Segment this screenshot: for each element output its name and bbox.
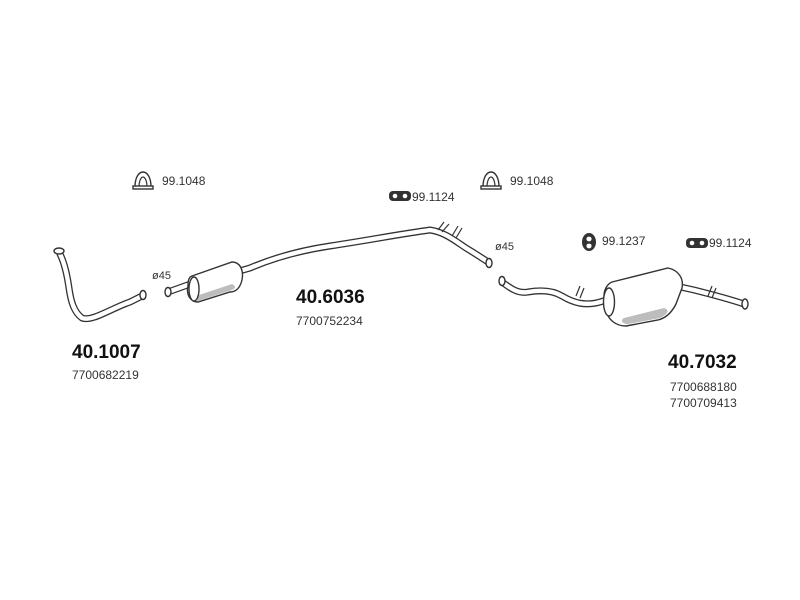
pipe-diameter-label: ø45 bbox=[152, 270, 171, 282]
clamp-icon bbox=[132, 171, 154, 190]
rubber-ring-icon bbox=[582, 233, 596, 251]
front-pipe-oem-number: 7700682219 bbox=[72, 368, 139, 382]
rear-silencer-oem-number: 7700709413 bbox=[670, 396, 737, 410]
pipe-diameter-label: ø45 bbox=[495, 241, 514, 253]
rear-silencer-drawing bbox=[498, 267, 749, 327]
front-pipe-drawing bbox=[53, 247, 147, 323]
ring-part-number: 99.1237 bbox=[602, 234, 646, 248]
clamp-part-number: 99.1048 bbox=[510, 174, 554, 188]
middle-silencer-oem-number: 7700752234 bbox=[296, 314, 363, 328]
front-pipe-part-number: 40.1007 bbox=[72, 342, 141, 363]
middle-silencer-part-number: 40.6036 bbox=[296, 287, 365, 308]
rear-silencer-part-number: 40.7032 bbox=[668, 352, 737, 373]
clamp-part-number: 99.1048 bbox=[162, 174, 206, 188]
hanger-part-number: 99.1124 bbox=[709, 236, 752, 250]
rubber-hanger-icon bbox=[686, 238, 708, 248]
clamp-icon bbox=[480, 171, 502, 190]
rear-silencer-oem-number: 7700688180 bbox=[670, 380, 737, 394]
rubber-hanger-icon bbox=[389, 191, 411, 201]
hanger-part-number: 99.1124 bbox=[412, 190, 455, 204]
middle-silencer-drawing bbox=[164, 221, 493, 303]
